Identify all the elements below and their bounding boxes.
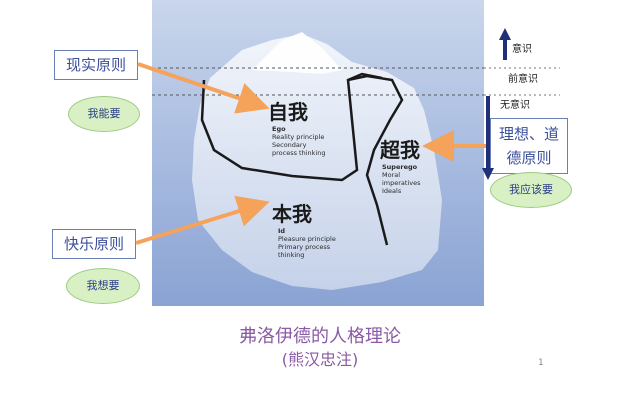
i-can-ellipse: 我能要: [68, 96, 140, 132]
superego-sub-3: Ideals: [382, 187, 402, 195]
superego-zone: 超我 Superego Moral imperatives Ideals: [380, 134, 421, 195]
reality-to-ego-arrow: [137, 62, 270, 114]
superego-boundary: [347, 74, 404, 246]
iceberg-peak: [252, 32, 342, 74]
superego-sub-1: Moral: [382, 171, 401, 179]
reality-principle-label: 现实原则: [54, 50, 138, 80]
id-sub-2: Primary process: [278, 243, 331, 251]
page-number: 1: [538, 358, 544, 368]
conscious-label: 意识: [512, 44, 532, 55]
unconscious-arrow-head: [482, 168, 494, 180]
ideal-morality-line-1: 理想、道: [498, 125, 559, 143]
caption-author: (熊汉忠注): [281, 350, 359, 369]
pleasure-principle-label: 快乐原则: [52, 229, 136, 259]
ego-sub-2: Secondary: [272, 141, 307, 149]
ego-zone: 自我 Ego Reality principle Secondary proce…: [268, 96, 325, 157]
i-want-ellipse: 我想要: [66, 268, 140, 304]
caption-title: 弗洛伊德的人格理论: [239, 326, 401, 347]
ideal-morality-line-2: 德原则: [506, 149, 552, 167]
ego-title: 自我: [268, 100, 308, 124]
id-zone: 本我 Id Pleasure principle Primary process…: [272, 198, 336, 259]
ego-sub-3: process thinking: [272, 149, 326, 157]
pleasure-to-id-arrow: [135, 195, 270, 245]
unconscious-label: 无意识: [500, 100, 530, 111]
preconscious-label: 前意识: [508, 74, 538, 85]
superego-sub-0: Superego: [382, 163, 418, 171]
ego-sub-0: Ego: [272, 125, 286, 133]
i-should-ellipse: 我应该要: [490, 172, 572, 208]
id-sub-0: Id: [278, 227, 286, 235]
id-sub-3: thinking: [278, 251, 305, 259]
superego-sub-2: imperatives: [382, 179, 421, 187]
id-title: 本我: [272, 202, 312, 226]
ego-sub-1: Reality principle: [272, 133, 325, 141]
superego-title: 超我: [380, 138, 420, 162]
conscious-arrow-head: [499, 28, 511, 40]
id-sub-1: Pleasure principle: [278, 235, 336, 243]
ideal-morality-box: 理想、道 德原则: [490, 118, 568, 174]
